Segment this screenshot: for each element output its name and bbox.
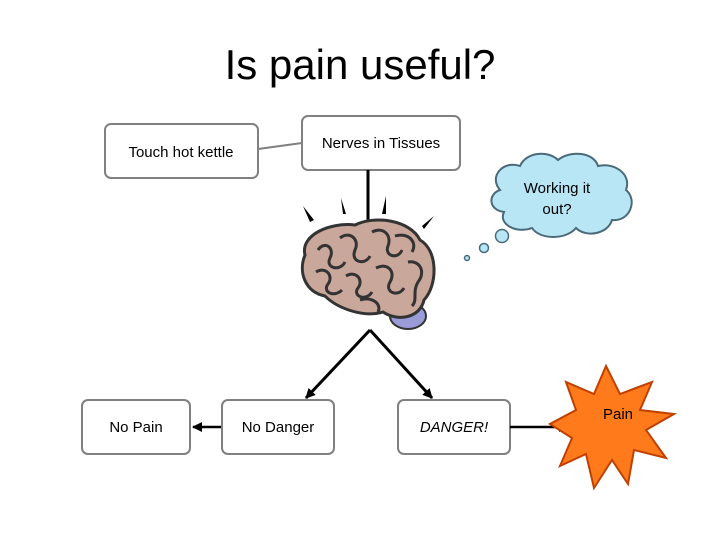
thought-trail-circle-1 [463,254,471,262]
kettle-to-nerves-connector [257,142,303,150]
no-pain-label: No Pain [109,419,162,436]
thought-trail-circle-2 [478,242,490,254]
brain-to-danger-arrow [368,328,434,400]
no-pain-box: No Pain [81,399,191,455]
thought-trail-circle-3 [494,228,510,244]
touch-hot-kettle-box: Touch hot kettle [104,123,259,179]
nerves-in-tissues-box: Nerves in Tissues [301,115,461,171]
touch-hot-kettle-label: Touch hot kettle [128,144,233,161]
brain-to-no-danger-arrow [304,328,372,400]
no-danger-box: No Danger [221,399,335,455]
pain-burst-icon: Pain [548,363,678,491]
pain-burst-label: Pain [603,406,633,423]
thought-bubble-line-1: Working it [524,180,591,197]
thought-bubble-line-2: out? [542,201,571,218]
danger-box: DANGER! [397,399,511,455]
danger-label: DANGER! [420,419,489,436]
no-danger-label: No Danger [242,419,315,436]
thought-bubble: Working it out? [490,152,633,238]
brain-icon [300,196,436,330]
slide-title: Is pain useful? [224,41,496,88]
nerves-in-tissues-label: Nerves in Tissues [322,135,440,152]
